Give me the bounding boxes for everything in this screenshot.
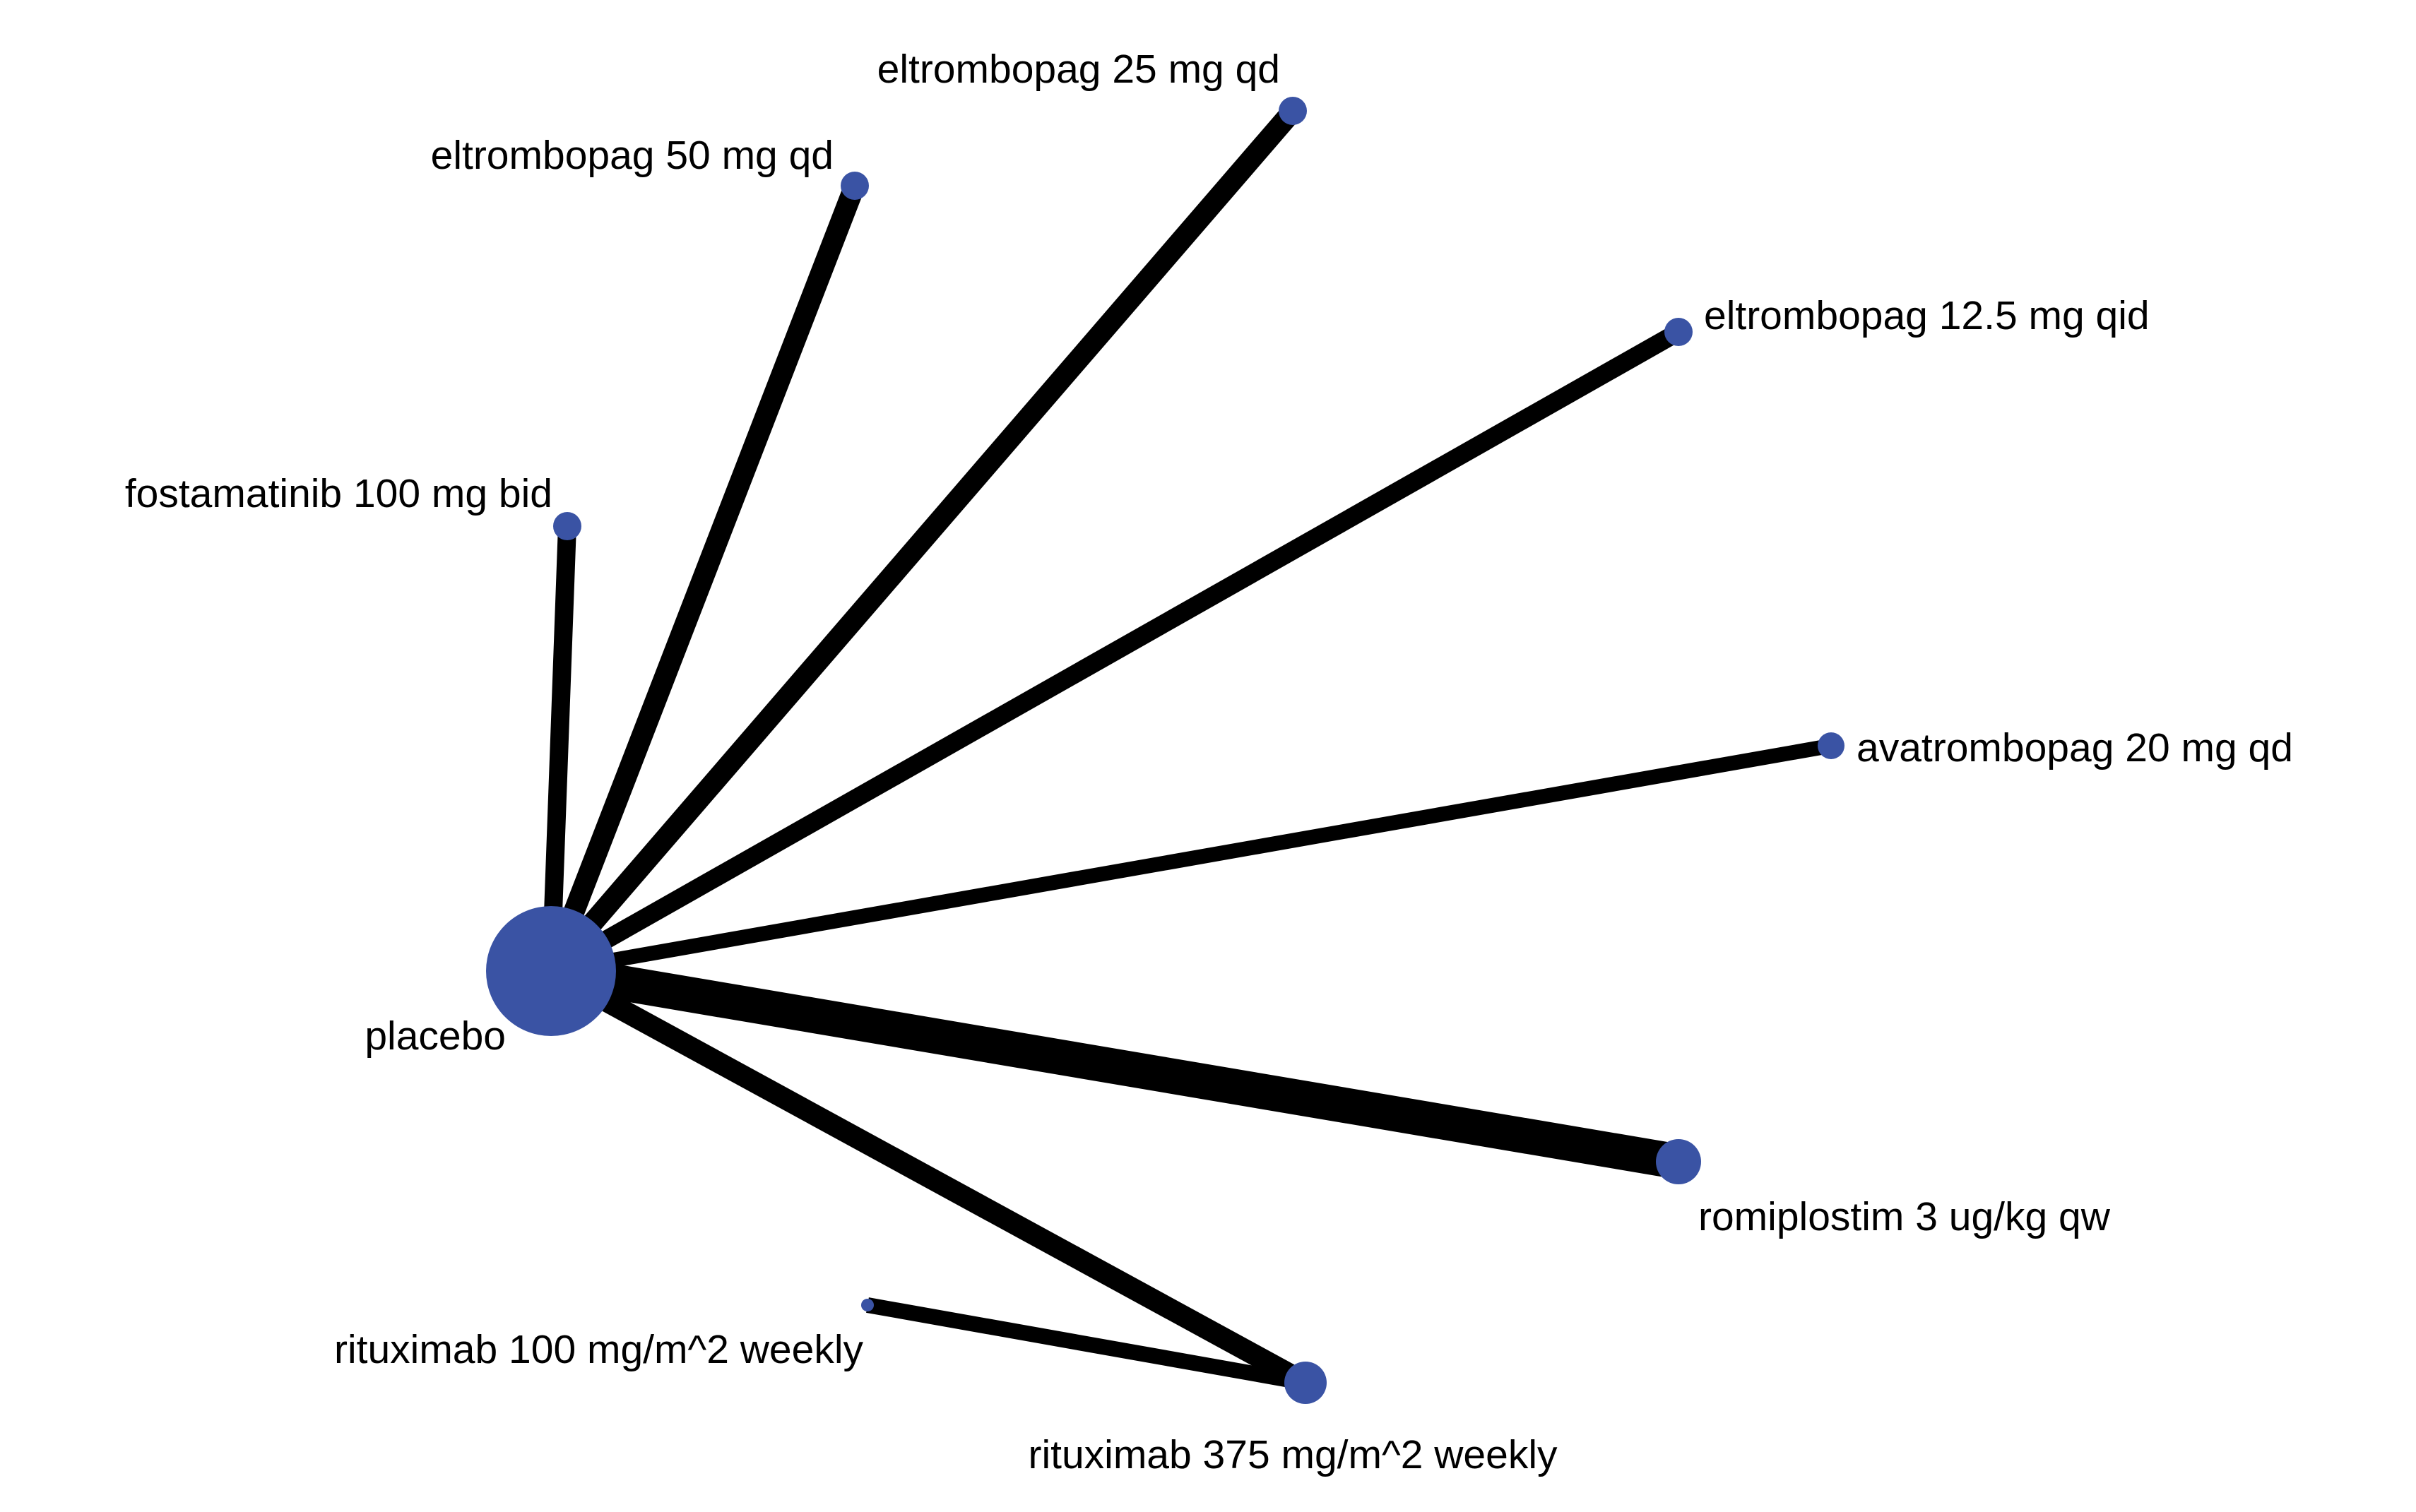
node-label-rituximab_375_weekly: rituximab 375 mg/m^2 weekly: [1028, 1432, 1558, 1477]
network-node-fostamatinib_100_bid[interactable]: [553, 512, 581, 540]
node-label-avatrombopag_20_qd: avatrombopag 20 mg qd: [1857, 725, 2293, 770]
node-label-rituximab_100_weekly: rituximab 100 mg/m^2 weekly: [334, 1327, 864, 1372]
edges-layer: [541, 104, 1832, 1393]
network-edge-placebo-to-eltrombopag_50_qd: [541, 181, 865, 975]
network-node-eltrombopag_25_qd[interactable]: [1279, 97, 1307, 125]
network-edge-placebo-to-fostamatinib_100_bid: [542, 525, 576, 972]
network-node-romiplostim_3_qw[interactable]: [1656, 1139, 1701, 1184]
node-label-eltrombopag_12_5_qid: eltrombopag 12.5 mg qid: [1704, 293, 2150, 338]
network-edge-placebo-to-romiplostim_3_qw: [547, 953, 1682, 1179]
network-node-avatrombopag_20_qd[interactable]: [1818, 732, 1844, 759]
network-edge-placebo-to-eltrombopag_25_qd: [543, 104, 1301, 978]
node-label-eltrombopag_50_qd: eltrombopag 50 mg qd: [431, 133, 834, 178]
node-label-placebo: placebo: [365, 1013, 506, 1059]
network-node-placebo[interactable]: [486, 906, 616, 1036]
network-edge-placebo-to-avatrombopag_20_qd: [550, 738, 1832, 979]
network-node-rituximab_100_weekly[interactable]: [861, 1299, 874, 1311]
network-node-eltrombopag_12_5_qid[interactable]: [1664, 318, 1693, 346]
network-edge-rituximab_100_weekly-to-rituximab_375_weekly: [866, 1297, 1307, 1391]
node-label-romiplostim_3_qw: romiplostim 3 ug/kg qw: [1698, 1194, 2111, 1239]
node-label-eltrombopag_25_qd: eltrombopag 25 mg qd: [877, 47, 1280, 92]
labels-layer: placebo fostamatinib 100 mg bid eltrombopa…: [125, 47, 2293, 1477]
nodes-layer: [486, 97, 1844, 1404]
network-edge-placebo-to-eltrombopag_12_5_qid: [546, 323, 1683, 980]
network-node-eltrombopag_50_qd[interactable]: [841, 172, 869, 200]
network-edge-placebo-to-rituximab_375_weekly: [545, 961, 1311, 1393]
network-node-rituximab_375_weekly[interactable]: [1284, 1362, 1327, 1404]
node-label-fostamatinib_100_bid: fostamatinib 100 mg bid: [125, 471, 552, 516]
